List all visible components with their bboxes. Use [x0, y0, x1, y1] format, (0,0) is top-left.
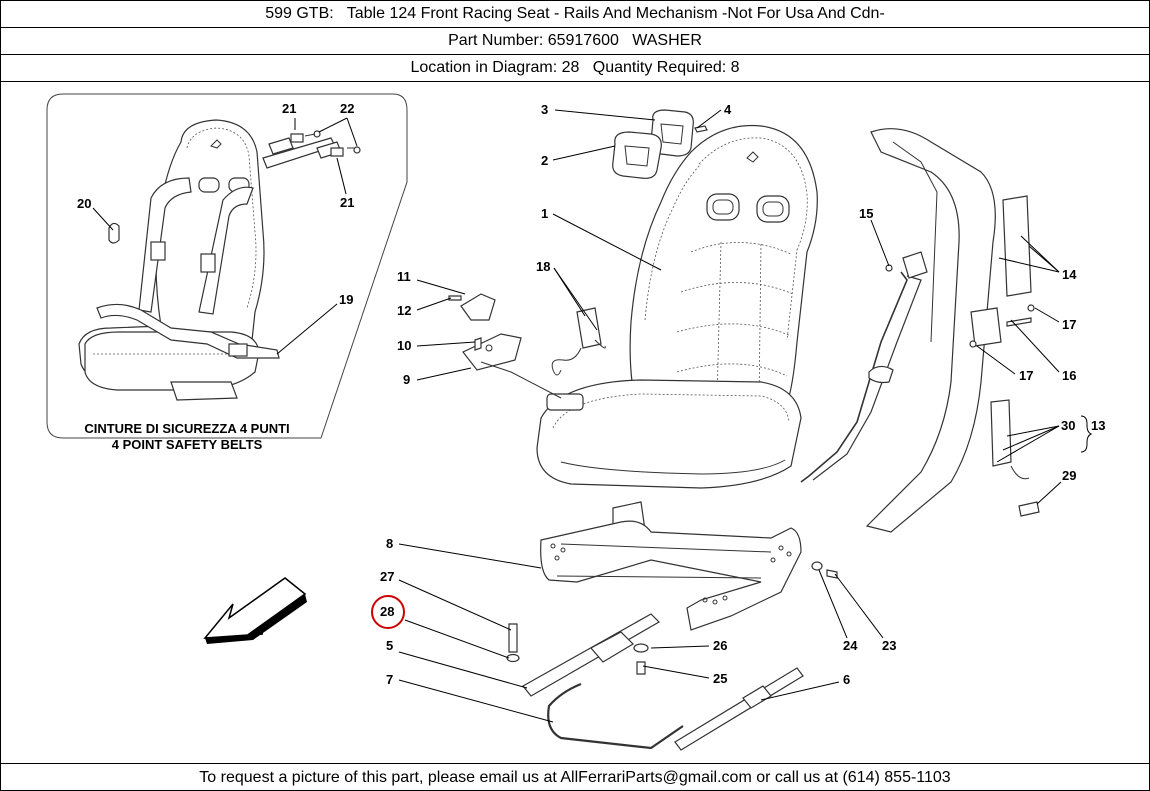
callout-19: 19 — [339, 292, 353, 307]
callout-6: 6 — [843, 672, 850, 687]
brace-30-13 — [1080, 415, 1093, 453]
bracket-parts — [448, 293, 562, 399]
callout-3: 3 — [541, 102, 548, 117]
callout-22: 22 — [340, 101, 354, 116]
contact-footer: To request a picture of this part, pleas… — [1, 763, 1149, 791]
callout-26: 26 — [713, 638, 727, 653]
callout-14: 14 — [1062, 267, 1077, 282]
callout-29: 29 — [1062, 468, 1076, 483]
callout-17-right: 17 — [1062, 317, 1076, 332]
callout-24: 24 — [843, 638, 858, 653]
inset-caption-english: 4 POINT SAFETY BELTS — [112, 437, 263, 452]
leader-lines — [398, 109, 1062, 723]
callout-28: 28 — [380, 604, 394, 619]
part-number-line: Part Number: 65917600 WASHER — [1, 28, 1149, 55]
parts-diagram: 21 22 21 20 19 CINTURE DI SICUREZZA 4 PU… — [1, 82, 1149, 763]
inset-caption-italian: CINTURE DI SICUREZZA 4 PUNTI — [84, 421, 289, 436]
location-line: Location in Diagram: 28 Quantity Require… — [1, 55, 1149, 82]
callout-9: 9 — [403, 372, 410, 387]
inset-seat-drawing — [78, 119, 361, 401]
callout-27: 27 — [380, 569, 394, 584]
callout-2: 2 — [541, 153, 548, 168]
seat-frame — [540, 520, 802, 631]
diagram-title: 599 GTB: Table 124 Front Racing Seat - R… — [1, 1, 1149, 28]
callout-11: 11 — [397, 269, 411, 284]
highlight-circle-28 — [371, 595, 405, 629]
callout-13: 13 — [1091, 418, 1105, 433]
callout-4: 4 — [724, 102, 732, 117]
callout-18: 18 — [536, 259, 550, 274]
inset-panel: 21 22 21 20 19 CINTURE DI SICUREZZA 4 PU… — [46, 93, 408, 452]
callout-25: 25 — [713, 671, 727, 686]
direction-arrow — [203, 577, 307, 644]
callout-20: 20 — [77, 196, 91, 211]
callout-12: 12 — [397, 303, 411, 318]
callout-10: 10 — [397, 338, 411, 353]
callout-7: 7 — [386, 672, 393, 687]
callout-17-left: 17 — [1019, 368, 1033, 383]
callout-1: 1 — [541, 206, 548, 221]
parts-diagram-drawing: 21 22 21 20 19 CINTURE DI SICUREZZA 4 PU… — [46, 93, 1105, 751]
headrest-trim-parts — [612, 109, 708, 179]
fasteners — [506, 561, 838, 675]
seat-drawing — [536, 124, 818, 535]
callout-8: 8 — [386, 536, 393, 551]
callout-15: 15 — [859, 206, 873, 221]
buckle-parts — [551, 307, 606, 376]
callout-21-bottom: 21 — [340, 195, 354, 210]
pillar-belt-drawing — [800, 128, 1040, 533]
callout-21-top: 21 — [282, 101, 296, 116]
callout-5: 5 — [386, 638, 393, 653]
callout-23: 23 — [882, 638, 896, 653]
slide-rails — [522, 613, 804, 751]
callout-16: 16 — [1062, 368, 1076, 383]
callout-30: 30 — [1061, 418, 1075, 433]
